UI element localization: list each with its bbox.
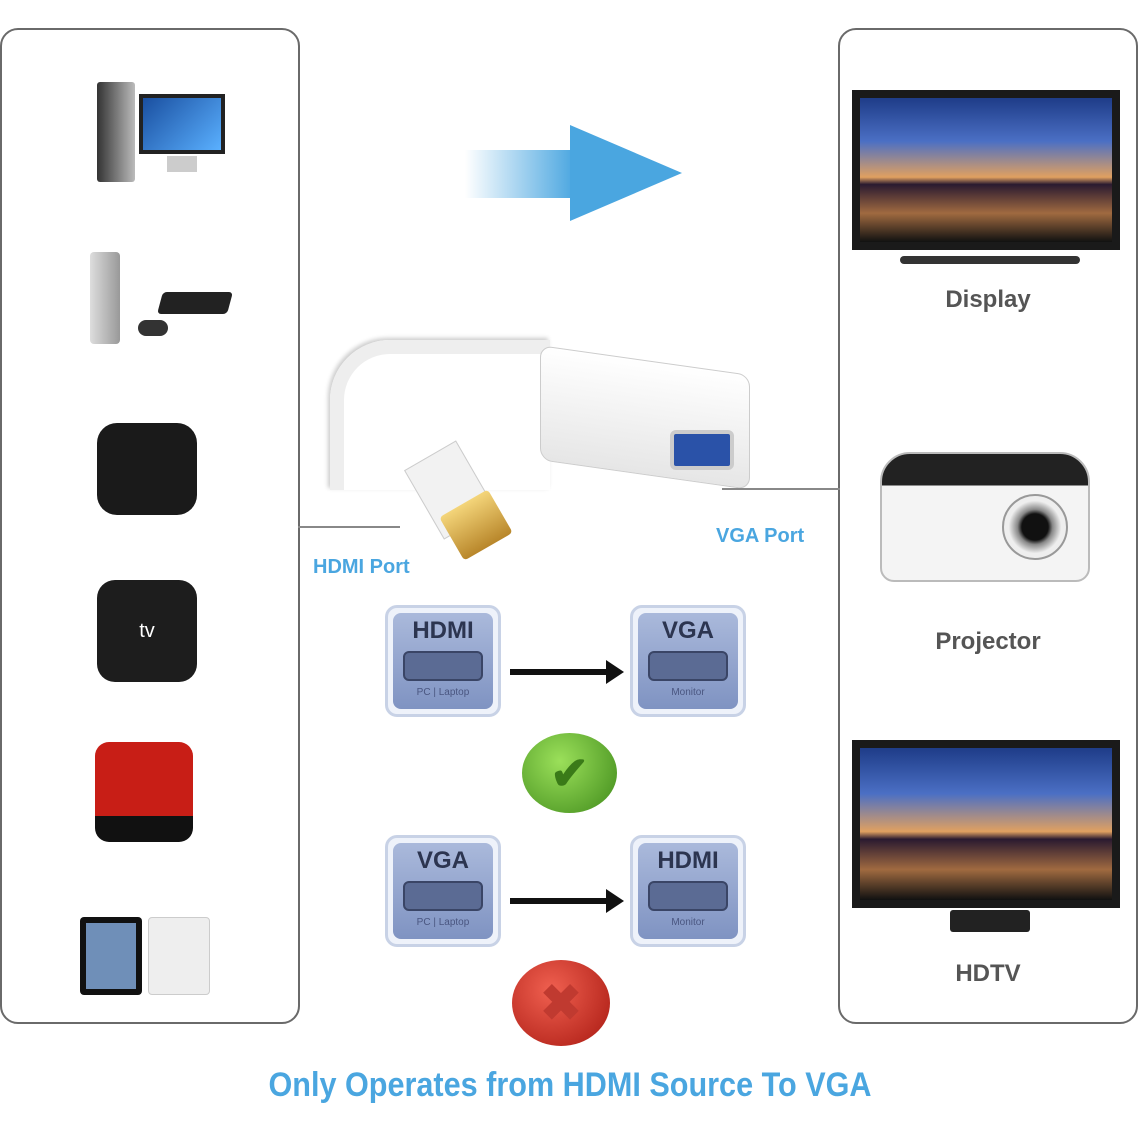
hdmi-leader-line: [298, 526, 400, 528]
apple-tv-label: tv: [139, 620, 155, 642]
direction-arrow-icon: [465, 150, 575, 198]
tablets-icon: [80, 917, 220, 997]
source-devices-panel: tv: [0, 28, 300, 1024]
output-label-display: Display: [945, 286, 1031, 313]
check-icon: ✔: [522, 733, 617, 813]
hdmi-port-label: HDMI Port: [313, 556, 410, 578]
projector-icon: [880, 452, 1090, 582]
port-subtitle: PC | Laptop: [416, 917, 470, 928]
hdmi-source-port-icon: HDMI PC | Laptop: [385, 605, 501, 717]
desktop-pc-icon: [97, 82, 227, 182]
display-monitor-icon: [852, 90, 1120, 250]
port-subtitle: PC | Laptop: [416, 687, 470, 698]
output-label-projector: Projector: [935, 628, 1041, 655]
hdmi-target-port-icon: HDMI Monitor: [630, 835, 746, 947]
port-subtitle: Monitor: [671, 687, 705, 698]
footer-caption: Only Operates from HDMI Source To VGA: [268, 1066, 872, 1104]
arrow-right-icon: [510, 660, 624, 684]
vga-source-port-icon: VGA PC | Laptop: [385, 835, 501, 947]
hdtv-stand: [950, 910, 1030, 932]
red-media-box-icon: [95, 742, 193, 842]
game-consoles-icon: [90, 252, 233, 347]
vga-leader-line: [722, 488, 840, 490]
hdmi-vga-adapter: [320, 300, 750, 561]
streaming-box-icon: [97, 423, 197, 515]
hdtv-icon: [852, 740, 1120, 908]
direction-arrow-head: [570, 125, 682, 221]
port-title: VGA: [661, 617, 714, 644]
arrow-right-icon: [510, 889, 624, 913]
port-subtitle: Monitor: [671, 917, 705, 928]
port-title: HDMI: [657, 847, 719, 874]
display-stand: [900, 256, 1080, 264]
output-label-hdtv: HDTV: [955, 960, 1021, 987]
port-title: HDMI: [412, 617, 474, 644]
apple-tv-icon: tv: [97, 580, 197, 682]
output-devices-panel: Display Projector HDTV: [838, 28, 1138, 1024]
port-title: VGA: [416, 847, 469, 874]
vga-target-port-icon: VGA Monitor: [630, 605, 746, 717]
cross-icon: ✖: [512, 960, 610, 1046]
vga-port-label: VGA Port: [716, 525, 805, 547]
